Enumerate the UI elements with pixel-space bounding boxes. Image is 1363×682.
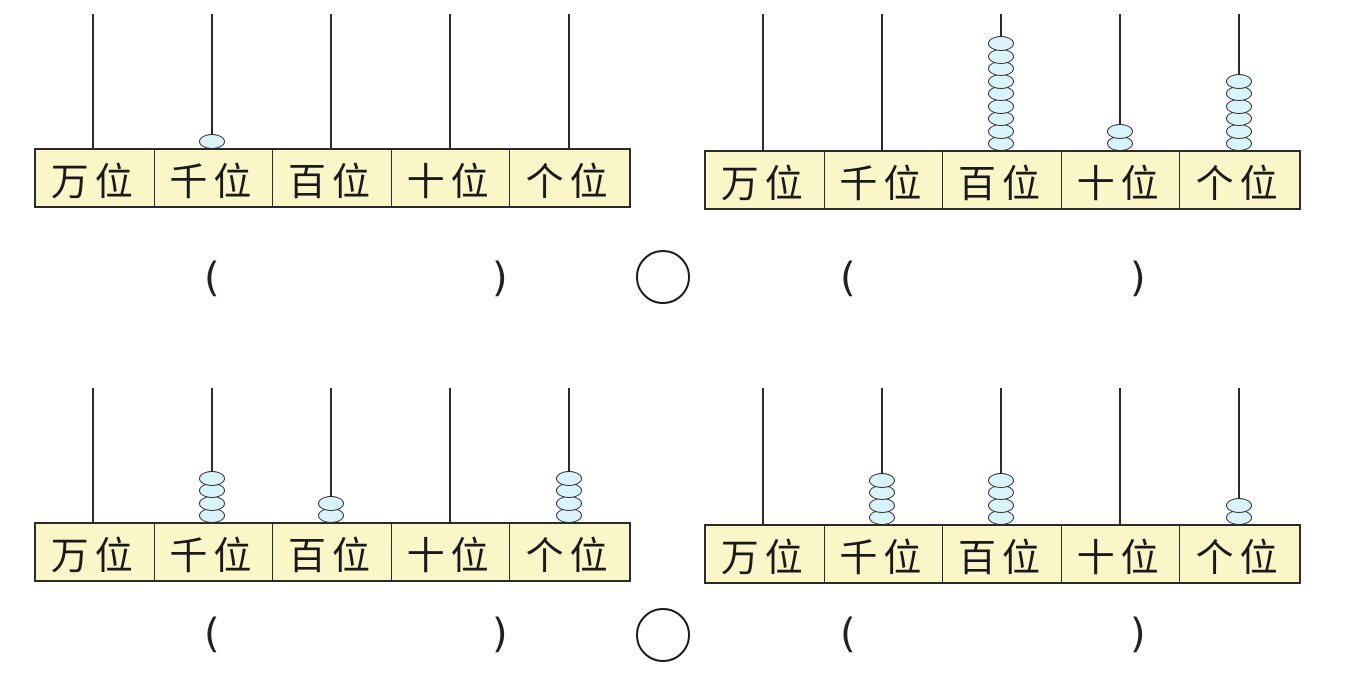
label-bai: 百位: [273, 150, 392, 206]
answer-open-paren: (: [840, 611, 856, 657]
bead-ge: [1226, 73, 1252, 89]
compare-circle[interactable]: [636, 608, 690, 662]
label-ge: 个位: [1195, 161, 1284, 206]
answer-close-paren: ): [492, 611, 508, 657]
place-value-bar: 万位 千位 百位 十位 个位: [704, 524, 1301, 584]
label-wan: 万位: [36, 150, 155, 206]
abacus-bottom-left: 万位 千位 百位 十位 个位: [34, 384, 634, 604]
label-ge: 个位: [525, 533, 614, 578]
label-shi: 十位: [392, 150, 511, 206]
label-shi: 十位: [392, 524, 511, 580]
abacus-bottom-right: 万位 千位 百位 十位 个位: [704, 384, 1304, 604]
abacus-top-left: 万位 千位 百位 十位 个位: [34, 10, 634, 230]
bead-qian: [869, 472, 895, 488]
bead-qian: [199, 134, 225, 149]
rod-wan: [92, 388, 94, 522]
label-shi: 十位: [1062, 526, 1181, 582]
rod-qian: [881, 14, 883, 150]
rod-shi: [449, 388, 451, 522]
compare-circle[interactable]: [636, 250, 690, 304]
place-value-bar: 万位 千位 百位 十位 个位: [34, 148, 631, 208]
place-value-bar: 万位 千位 百位 十位 个位: [34, 522, 631, 582]
label-qian: 千位: [155, 150, 274, 206]
answer-close-paren: ): [1130, 255, 1146, 301]
rod-wan: [762, 388, 764, 524]
label-qian: 千位: [155, 524, 274, 580]
label-ge: 个位: [525, 159, 614, 204]
rod-wan: [762, 14, 764, 150]
answer-close-paren: ): [492, 255, 508, 301]
label-shi: 十位: [1062, 152, 1181, 208]
label-wan: 万位: [706, 152, 825, 208]
bead-bai: [988, 472, 1014, 488]
rod-ge: [568, 14, 570, 148]
label-ge: 个位: [1195, 535, 1284, 580]
label-wan: 万位: [706, 526, 825, 582]
label-bai: 百位: [943, 152, 1062, 208]
rod-bai: [1000, 388, 1002, 524]
answer-close-paren: ): [1130, 611, 1146, 657]
rod-shi: [1119, 14, 1121, 150]
rod-shi: [449, 14, 451, 148]
answer-open-paren: (: [204, 255, 220, 301]
rod-qian: [211, 388, 213, 522]
label-bai: 百位: [273, 524, 392, 580]
bead-shi: [1107, 123, 1133, 139]
label-qian: 千位: [825, 526, 944, 582]
label-qian: 千位: [825, 152, 944, 208]
place-value-bar: 万位 千位 百位 十位 个位: [704, 150, 1301, 210]
bead-qian: [199, 470, 225, 486]
bead-ge: [556, 470, 582, 486]
rod-ge: [568, 388, 570, 522]
bead-bai: [988, 36, 1014, 51]
rod-ge: [1238, 388, 1240, 524]
rod-bai: [330, 14, 332, 148]
rod-wan: [92, 14, 94, 148]
rod-qian: [881, 388, 883, 524]
rod-bai: [330, 388, 332, 522]
rod-shi: [1119, 388, 1121, 524]
label-bai: 百位: [943, 526, 1062, 582]
bead-ge: [1226, 497, 1252, 513]
abacus-top-right: 万位 千位 百位 十位 个位: [704, 10, 1304, 230]
rod-qian: [211, 14, 213, 148]
answer-open-paren: (: [204, 611, 220, 657]
label-wan: 万位: [36, 524, 155, 580]
bead-bai: [318, 495, 344, 511]
answer-open-paren: (: [840, 255, 856, 301]
